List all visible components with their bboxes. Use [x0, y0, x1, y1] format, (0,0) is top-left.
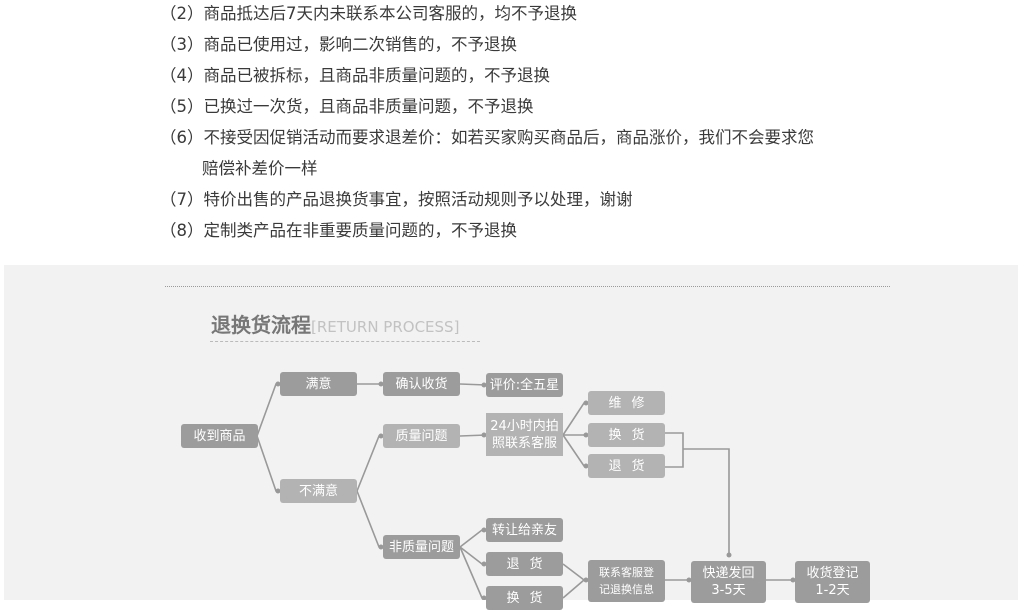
node-transfer: 转让给亲友 — [486, 518, 563, 542]
rule-6: （6）不接受因促销活动而要求退差价：如若买家购买商品后，商品涨价，我们不会要求您… — [160, 128, 814, 179]
node-exchange-nonquality: 换货 — [486, 586, 563, 610]
node-shipback: 快递发回3-5天 — [691, 561, 766, 603]
node-exchange-quality: 换货 — [588, 423, 665, 447]
rule-6-line1: （6）不接受因促销活动而要求退差价：如若买家购买商品后，商品涨价，我们不会要求您 — [160, 128, 814, 147]
node-register: 联系客服登记退换信息 — [588, 560, 665, 602]
process-title-cn: 退换货流程 — [211, 313, 311, 337]
rule-3: （3）商品已使用过，影响二次销售的，不予退换 — [160, 35, 517, 54]
node-satisfied: 满意 — [280, 372, 357, 396]
node-repair: 维修 — [588, 391, 665, 415]
rule-4: （4）商品已被拆标，且商品非质量问题的，不予退换 — [160, 66, 550, 85]
node-unsatisfied: 不满意 — [280, 479, 357, 503]
dotted-divider — [165, 286, 890, 287]
rule-5: （5）已换过一次货，且商品非质量问题，不予退换 — [160, 97, 534, 116]
process-title-en: [RETURN PROCESS] — [311, 318, 460, 336]
node-return-quality: 退货 — [588, 454, 665, 478]
node-confirm: 确认收货 — [383, 372, 460, 396]
node-review: 评价:全五星 — [486, 373, 563, 397]
node-receive-log: 收货登记1-2天 — [795, 561, 870, 603]
node-return-nonquality: 退货 — [486, 552, 563, 576]
rule-7: （7）特价出售的产品退换货事宜，按照活动规则予以处理，谢谢 — [160, 190, 633, 209]
node-contact24: 24小时内拍照联系客服 — [486, 413, 563, 456]
rule-6-line2: 赔偿补差价一样 — [202, 159, 318, 178]
node-quality: 质量问题 — [383, 424, 460, 448]
node-nonquality: 非质量问题 — [383, 535, 460, 559]
node-received: 收到商品 — [181, 424, 258, 448]
title-underline — [210, 341, 480, 342]
rule-8: （8）定制类产品在非重要质量问题的，不予退换 — [160, 221, 517, 240]
rule-2: （2）商品抵达后7天内未联系本公司客服的，均不予退换 — [160, 4, 577, 23]
process-title: 退换货流程[RETURN PROCESS] — [211, 309, 459, 338]
